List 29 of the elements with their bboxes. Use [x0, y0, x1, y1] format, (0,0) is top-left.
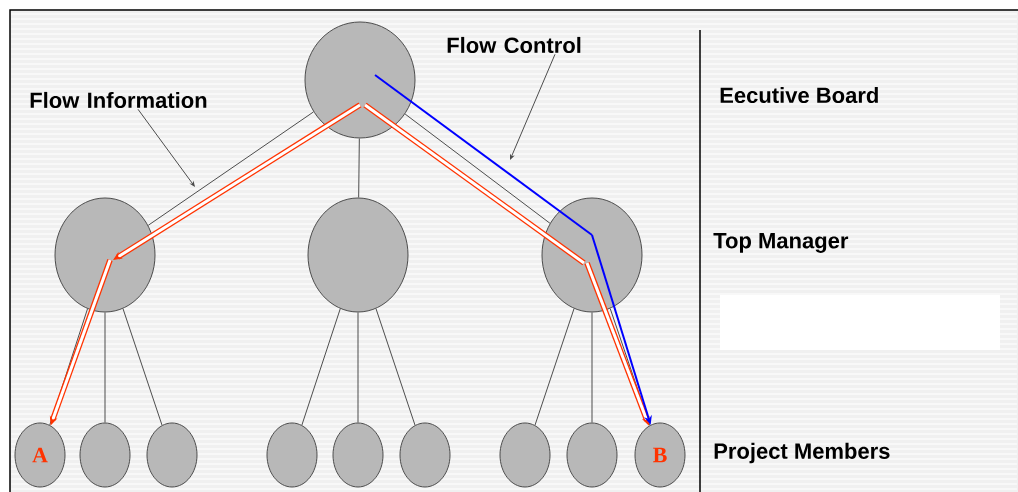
member-circle — [266, 422, 318, 488]
member-circle — [541, 197, 643, 313]
member-circle — [566, 422, 618, 488]
level-label: Eecutive Board — [720, 86, 878, 104]
connector-line — [375, 308, 416, 426]
flow-arrow — [113, 102, 362, 260]
member-circle — [79, 422, 131, 488]
connector-line — [147, 111, 314, 226]
caption-text: Flow Control — [447, 36, 581, 54]
connector-line — [534, 308, 575, 426]
connector-line — [358, 138, 360, 198]
connector-line — [357, 312, 359, 423]
level-label: Project Members — [714, 442, 890, 464]
connector-line — [122, 308, 163, 426]
member-circle — [399, 422, 451, 488]
member-circle — [307, 197, 409, 313]
member-circle — [304, 21, 416, 139]
member-circle — [54, 197, 156, 313]
connector-line — [591, 312, 593, 423]
connector-line — [301, 308, 341, 426]
member-circle — [146, 422, 198, 488]
leader-line — [510, 53, 556, 160]
caption-text: Flow Information — [30, 91, 207, 109]
member-circle — [332, 422, 384, 488]
level-label: Top Manager — [713, 233, 849, 253]
connector-line — [404, 113, 551, 224]
connector-line — [104, 312, 106, 423]
member-circle — [499, 422, 551, 488]
leader-line — [137, 108, 195, 187]
